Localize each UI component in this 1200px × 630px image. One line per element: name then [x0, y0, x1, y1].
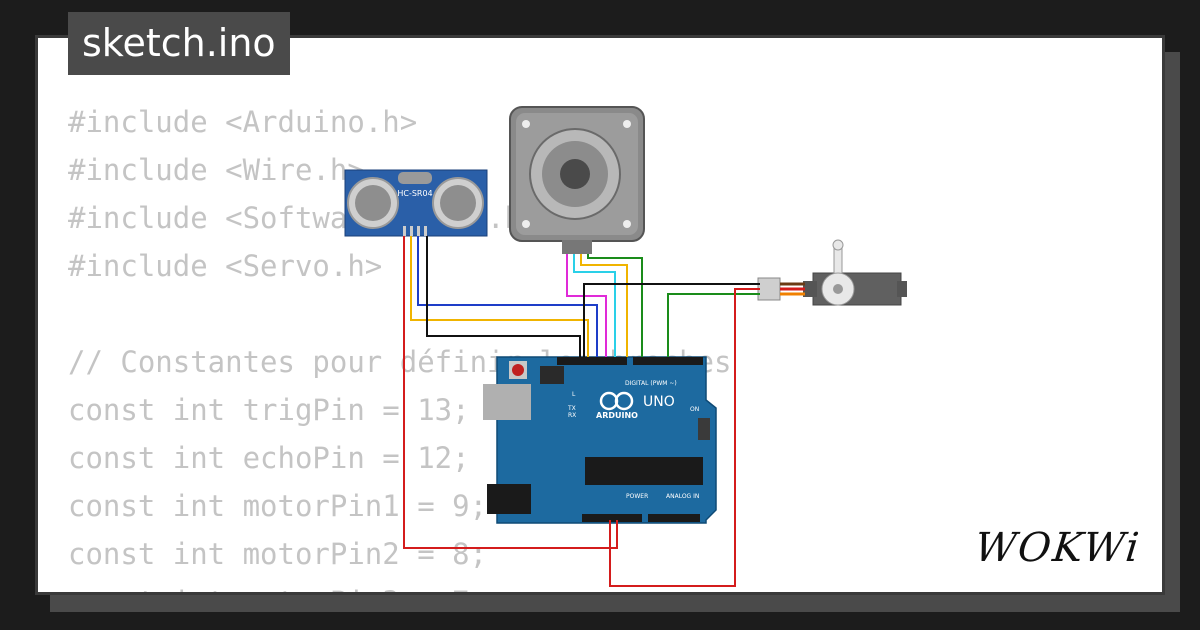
wire-motor-3	[580, 254, 628, 357]
led-rx-label: RX	[568, 412, 576, 419]
file-tab[interactable]: sketch.ino	[68, 12, 290, 75]
wire-servo-power	[609, 288, 760, 587]
led-on-label: ON	[690, 406, 699, 413]
code-line: #include <Servo.h>	[68, 249, 383, 283]
wire-gnd-sensor	[426, 236, 581, 357]
wires	[403, 236, 760, 587]
digital-label: DIGITAL (PWM ~)	[625, 380, 677, 387]
wire-servo-signal	[667, 293, 760, 357]
wire-servo-gnd	[583, 283, 760, 357]
wokwi-logo: WOKWi	[972, 525, 1143, 571]
power-label: POWER	[626, 493, 648, 500]
ultrasonic-sensor: HC-SR04	[344, 169, 488, 237]
code-line: const int motorPin3 = 7;	[68, 578, 731, 592]
code-line: const int motorPin1 = 9;	[68, 489, 488, 523]
wire-motor-4	[587, 254, 643, 357]
code-line: const int motorPin2 = 8;	[68, 537, 488, 571]
board-name: UNO	[643, 394, 675, 410]
servo-motor	[757, 239, 907, 306]
wire-motor-1	[566, 254, 607, 357]
code-line: const int trigPin = 13;	[68, 393, 470, 427]
wire-vcc	[403, 236, 618, 549]
stepper-motor	[509, 106, 645, 254]
wire-motor-2	[573, 254, 616, 357]
wire-trig	[410, 236, 589, 357]
wire-echo	[417, 236, 598, 357]
ultrasonic-label: HC-SR04	[397, 189, 432, 198]
code-line: #include <Arduino.h>	[68, 105, 418, 139]
led-tx-label: TX	[567, 405, 576, 412]
led-l-label: L	[572, 391, 576, 398]
code-line: #include <Wire.h>	[68, 153, 365, 187]
board-brand: ARDUINO	[596, 411, 638, 420]
code-line: const int echoPin = 12;	[68, 441, 470, 475]
arduino-board: UNO ARDUINO DIGITAL (PWM ~) POWER ANALOG…	[483, 356, 717, 524]
analog-label: ANALOG IN	[666, 493, 699, 500]
